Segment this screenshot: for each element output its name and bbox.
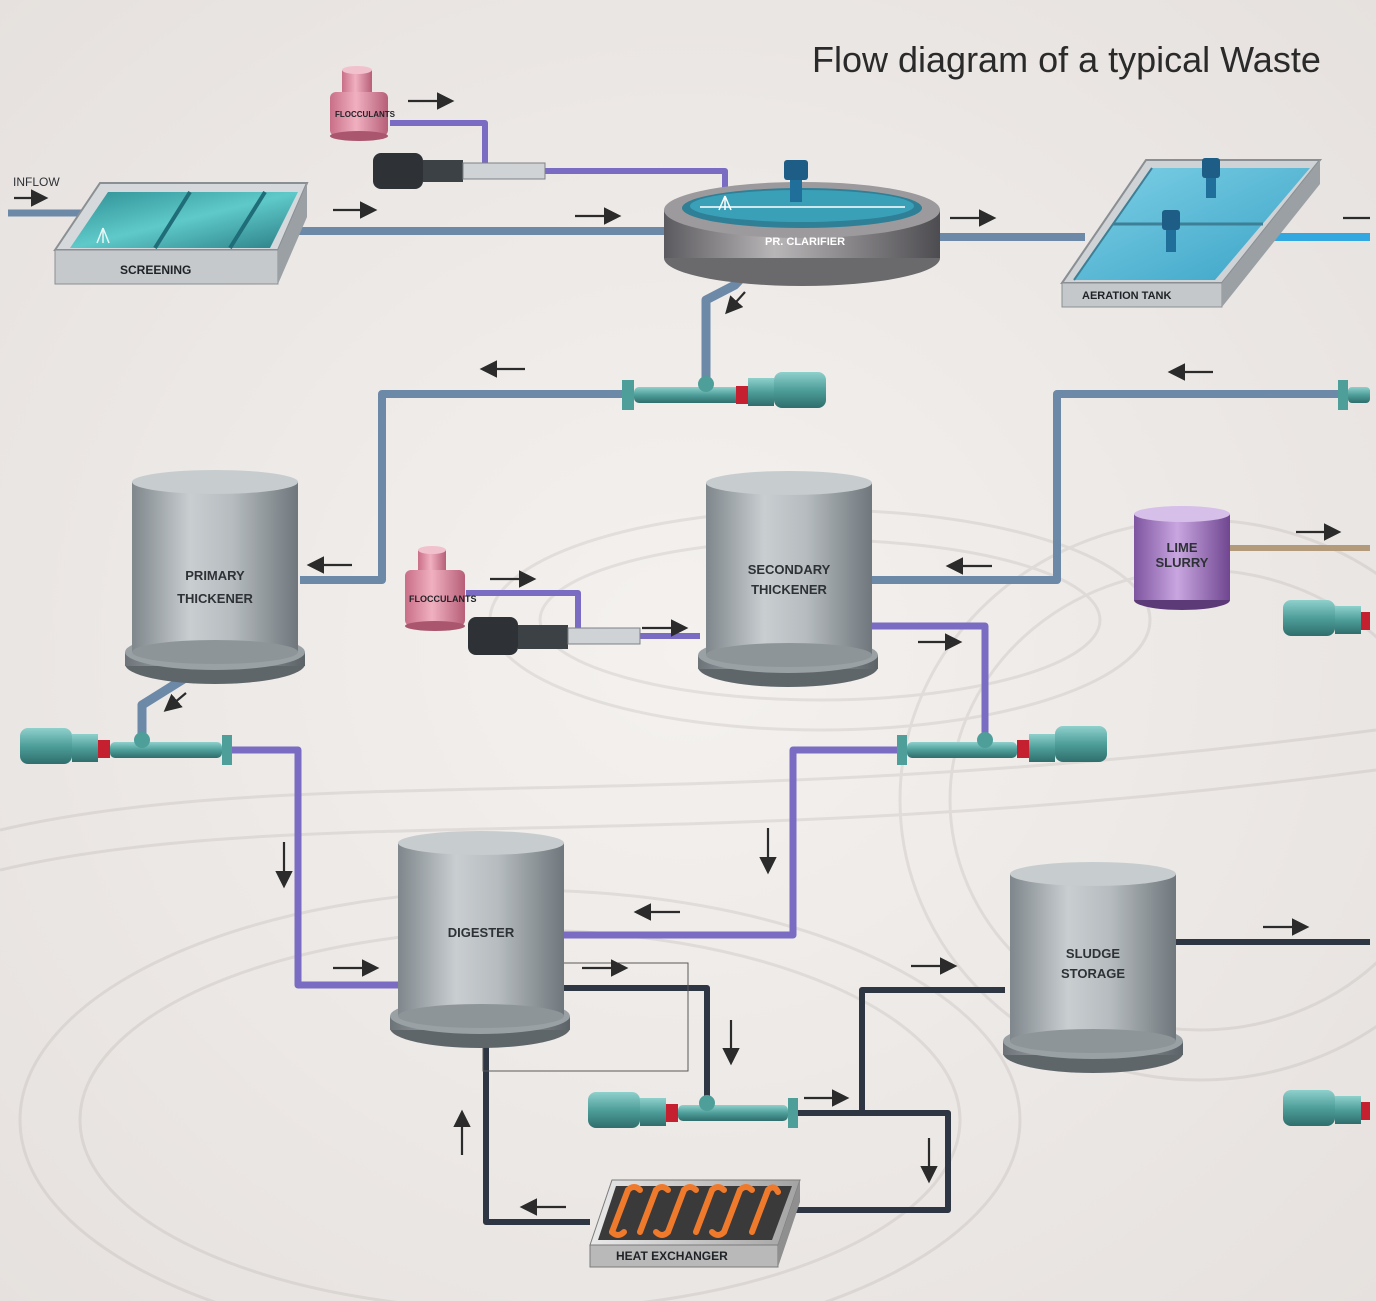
pipe-secondary-to-digester — [564, 746, 905, 939]
spray-nozzle-icon — [96, 227, 110, 244]
pump-icon — [72, 732, 232, 765]
screening-label: SCREENING — [120, 263, 191, 277]
secondary-thickener-label-1: SECONDARY — [748, 562, 831, 577]
mixer-icon — [1202, 158, 1220, 198]
pipe-to-sludge-storage — [859, 987, 1005, 1113]
pipe-flocculant-1 — [390, 120, 488, 165]
mixer-icon — [1162, 210, 1180, 252]
pipe-primary-to-digester — [232, 746, 400, 989]
pump-icon — [1338, 380, 1370, 410]
spray-nozzle-icon — [718, 195, 732, 211]
flow-arrows — [14, 92, 1370, 1216]
secondary-thickener: SECONDARY THICKENER — [698, 471, 878, 687]
pump-icon — [897, 732, 1055, 765]
pipe-to-secondary-thickener — [872, 390, 1370, 584]
flocculant-tank-2: FLOCCULANTS — [405, 546, 477, 631]
lime-slurry-label-1: LIME — [1166, 540, 1197, 555]
heat-exchanger: HEAT EXCHANGER — [589, 1179, 801, 1268]
pipe-to-heat-exchanger — [795, 1110, 951, 1213]
dosing-pump-2 — [468, 617, 641, 655]
pump-icon — [640, 1095, 798, 1128]
primary-thickener-label-1: PRIMARY — [185, 568, 245, 583]
lime-slurry-tank: LIME SLURRY — [1134, 506, 1230, 610]
motor-icon — [1283, 600, 1335, 636]
pump-right-lime — [1283, 600, 1370, 636]
pump-icon — [622, 376, 774, 410]
flocculants-label-1: FLOCCULANTS — [335, 110, 396, 119]
dosing-pump-1 — [373, 153, 546, 189]
inflow-label: INFLOW — [13, 175, 60, 189]
pipe-to-primary-thickener — [300, 390, 625, 584]
pump-primary-thickener — [20, 728, 232, 765]
pump-secondary-thickener — [897, 726, 1107, 765]
secondary-thickener-label-2: THICKENER — [751, 582, 827, 597]
pump-digester-loop — [588, 1092, 798, 1128]
sludge-storage-label-1: SLUDGE — [1066, 946, 1121, 961]
pump-clarifier — [622, 372, 826, 410]
sludge-storage: SLUDGE STORAGE — [1003, 862, 1183, 1073]
primary-thickener: PRIMARY THICKENER — [125, 470, 305, 684]
motor-icon — [1283, 1090, 1335, 1126]
aeration-tank: AERATION TANK — [1060, 158, 1323, 308]
clarifier-label: PR. CLARIFIER — [765, 236, 845, 248]
motor-icon — [468, 617, 518, 655]
aeration-label: AERATION TANK — [1082, 290, 1171, 302]
diagram-title: Flow diagram of a typical Waste — [812, 39, 1321, 80]
motor-icon — [588, 1092, 640, 1128]
digester-label: DIGESTER — [448, 925, 515, 940]
sludge-storage-label-2: STORAGE — [1061, 966, 1125, 981]
primary-clarifier: PR. CLARIFIER — [664, 160, 940, 286]
motor-icon — [1055, 726, 1107, 762]
screening-unit: SCREENING — [53, 182, 309, 285]
flow-arrow-icon — [163, 692, 187, 712]
pump-right-sludge — [1283, 1090, 1370, 1126]
motor-icon — [774, 372, 826, 408]
flocculants-label-2: FLOCCULANTS — [409, 594, 477, 604]
flow-arrow-icon — [725, 291, 746, 315]
mixer-icon — [784, 160, 808, 202]
motor-icon — [20, 728, 72, 764]
lime-slurry-label-2: SLURRY — [1156, 555, 1209, 570]
pipe-secondary-underflow — [872, 622, 989, 740]
primary-thickener-label-2: THICKENER — [177, 591, 253, 606]
digester: DIGESTER — [390, 831, 570, 1048]
pipe-flocculant-1-dose — [545, 168, 728, 190]
pipe-heat-exchanger-return — [483, 1020, 590, 1225]
pump-return-right — [1338, 380, 1370, 410]
motor-icon — [373, 153, 423, 189]
flocculant-tank-1: FLOCCULANTS — [330, 66, 396, 141]
heat-exchanger-label: HEAT EXCHANGER — [616, 1249, 728, 1263]
pipe-digester-out — [564, 985, 710, 1105]
